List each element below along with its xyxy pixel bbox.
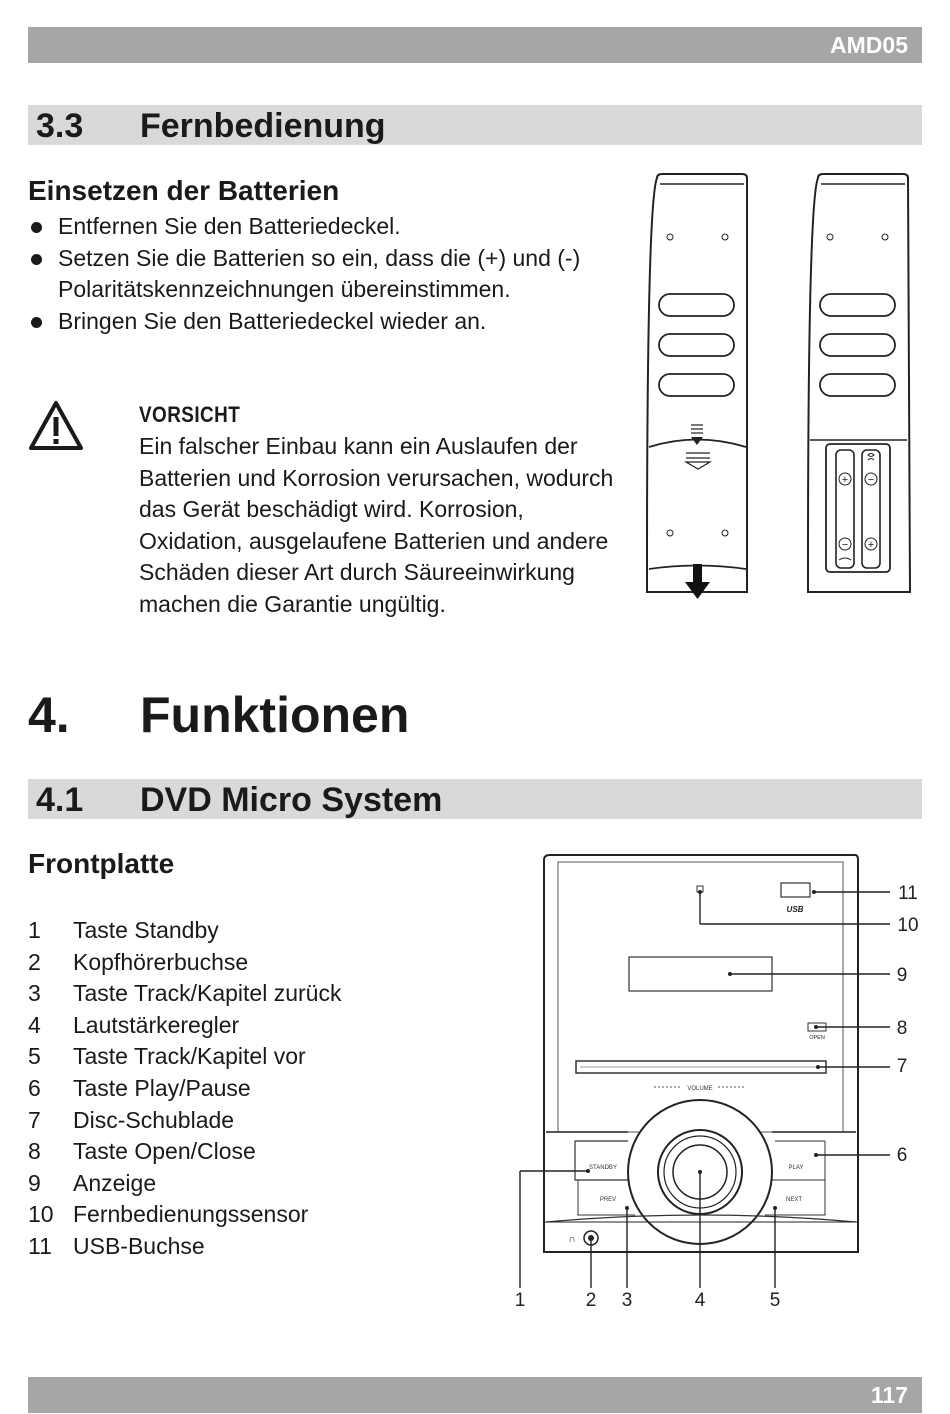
callout-10: 10 [897,915,918,936]
svg-text:+: + [842,474,848,486]
chapter-title: Funktionen [140,687,410,743]
svg-text:−: − [842,539,848,551]
battery-steps: Entfernen Sie den Batteriedeckel. Setzen… [28,211,588,337]
remote-with-cover [646,173,748,599]
callout-9: 9 [897,965,908,986]
callout-6: 6 [897,1145,908,1166]
svg-text:−: − [868,474,874,486]
callout-4: 4 [695,1290,706,1311]
play-label: PLAY [789,1165,804,1171]
section-number: 3.3 [36,107,84,145]
callout-2: 2 [586,1290,597,1311]
section-number: 4.1 [36,781,84,819]
section-title: Fernbedienung [140,107,386,145]
callout-11: 11 [898,883,918,904]
section-title: DVD Micro System [140,781,443,819]
svg-text:+: + [868,539,874,551]
warning-text: Ein falscher Einbau kann ein Auslaufen d… [139,433,614,617]
svg-text:∩: ∩ [568,1234,575,1245]
callout-7: 7 [897,1056,908,1077]
remote-open-battery: + − − + [807,173,912,593]
list-item: Bringen Sie den Batteriedeckel wieder an… [28,306,588,338]
callout-1: 1 [515,1290,526,1311]
open-label: OPEN [809,1035,825,1041]
section-3-3-heading: 3.3 Fernbedienung [28,105,922,145]
callout-8: 8 [897,1018,908,1039]
list-item: Setzen Sie die Batterien so ein, dass di… [28,243,588,306]
callout-5: 5 [770,1290,781,1311]
list-item: Entfernen Sie den Batteriedeckel. [28,211,588,243]
chapter-number: 4. [28,687,70,743]
warning-icon [28,400,84,457]
standby-label: STANDBY [589,1165,617,1171]
warning-title: VORSICHT [139,402,241,427]
page-number: 117 [870,1382,908,1408]
remote-battery-illustration: + − − + [640,172,920,609]
model-label: AMD05 [830,32,908,58]
frontpanel-subheading: Frontplatte [28,848,175,879]
front-panel-illustration: USB OPEN VOLUME STANDBY PREV PLAY NEXT [500,850,930,1325]
next-label: NEXT [786,1197,802,1203]
header-bar: AMD05 [28,27,922,63]
section-4-1-heading: 4.1 DVD Micro System [28,779,922,819]
volume-label: VOLUME [687,1086,712,1092]
battery-subheading: Einsetzen der Batterien [28,175,340,206]
usb-label: USB [787,905,804,914]
footer-bar: 117 [28,1377,922,1413]
prev-label: PREV [600,1197,616,1203]
callout-3: 3 [622,1290,633,1311]
